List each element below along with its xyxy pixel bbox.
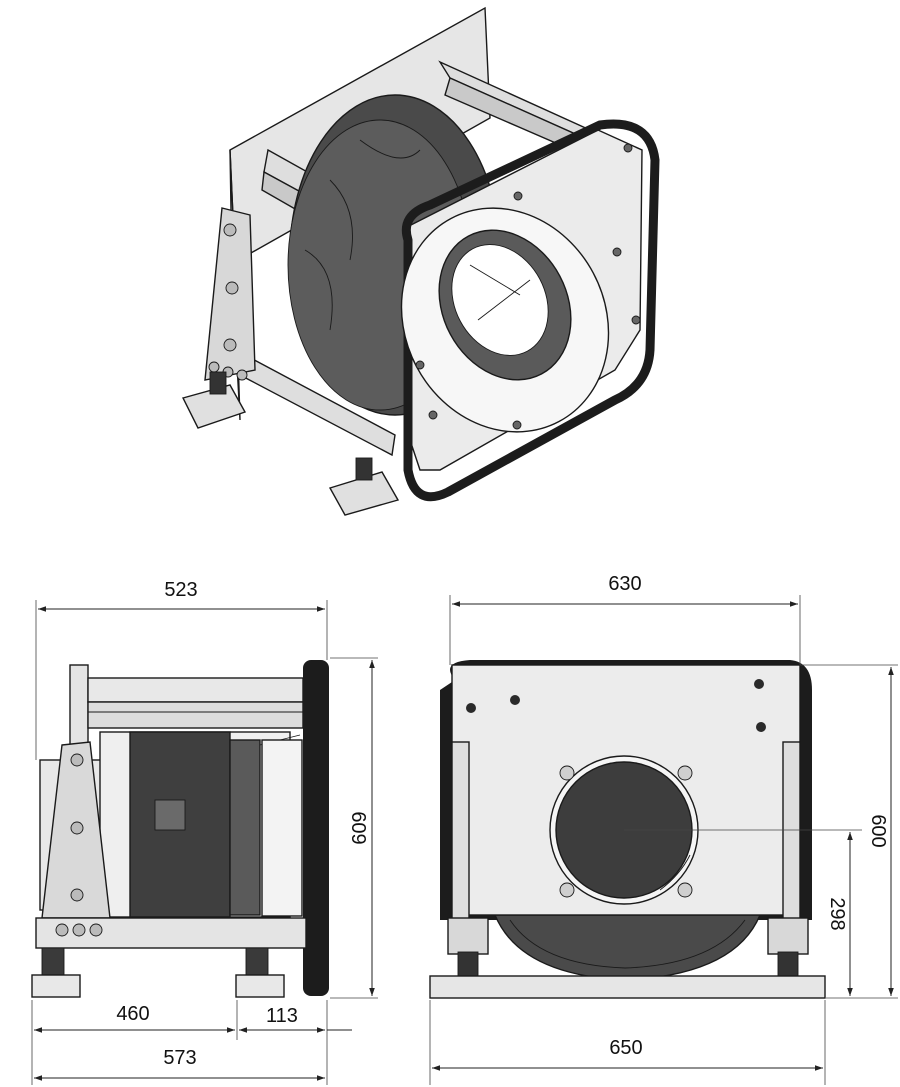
front-view: 630 600 298 650 xyxy=(429,573,898,1085)
dim-label-460: 460 xyxy=(116,1003,149,1025)
isometric-view xyxy=(181,6,660,516)
side-view: 523 609 460 113 573 xyxy=(31,579,378,1085)
dim-label-573: 573 xyxy=(163,1047,196,1069)
dim-label-609: 609 xyxy=(347,811,369,844)
dim-label-298: 298 xyxy=(826,897,848,930)
dim-label-630: 630 xyxy=(608,573,641,595)
dim-label-650: 650 xyxy=(609,1037,642,1059)
dim-label-523: 523 xyxy=(164,579,197,601)
dim-label-600: 600 xyxy=(867,814,889,847)
dim-label-113: 113 xyxy=(266,1005,298,1027)
